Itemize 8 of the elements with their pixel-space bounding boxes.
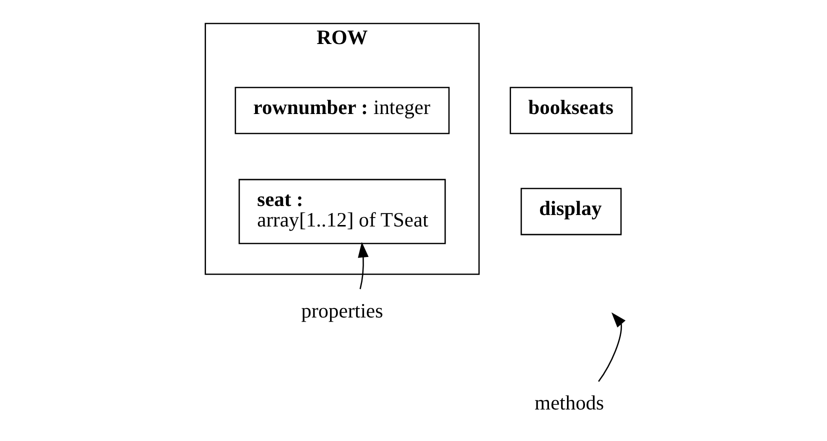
node-box: rownumber : integer bbox=[234, 86, 450, 134]
arrow bbox=[598, 312, 626, 382]
node-box: seat : array[1..12] of TSeat bbox=[238, 178, 446, 244]
node-box: bookseats bbox=[510, 86, 633, 134]
node-text: methods bbox=[534, 392, 604, 415]
node-text: properties bbox=[301, 300, 384, 322]
arrow bbox=[358, 242, 369, 290]
node-box: display bbox=[520, 188, 622, 236]
